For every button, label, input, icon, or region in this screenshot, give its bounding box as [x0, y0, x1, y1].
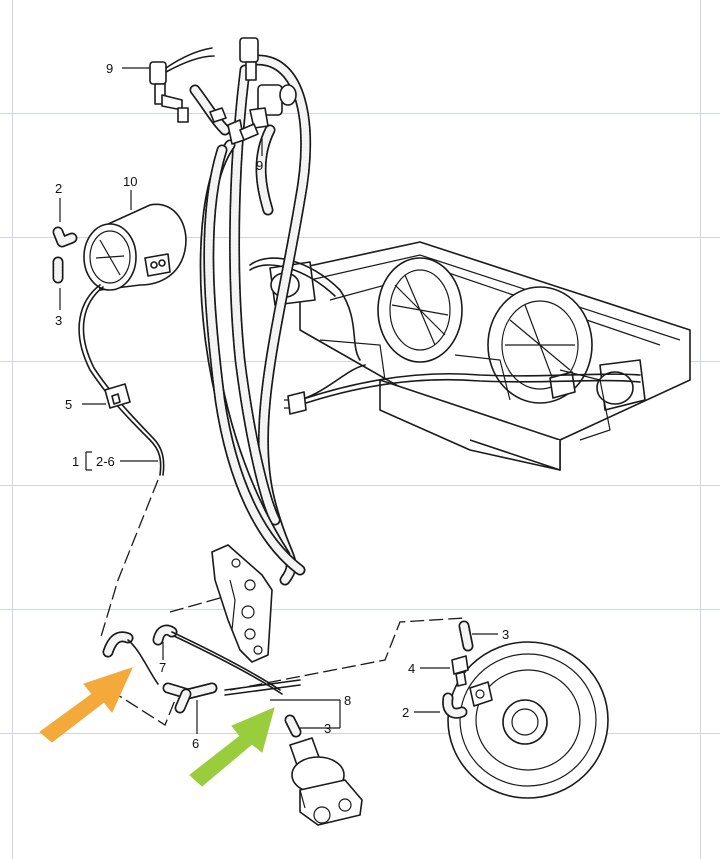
grid-line	[0, 609, 720, 610]
callout-4: 4	[408, 661, 415, 676]
callout-2-booster: 2	[402, 705, 409, 720]
grid-line	[0, 237, 720, 238]
grid-line	[0, 485, 720, 486]
brake-booster	[447, 641, 609, 799]
callout-3-booster: 3	[502, 627, 509, 642]
long-hoses	[189, 54, 312, 586]
callout-10: 10	[123, 174, 137, 189]
callout-6: 6	[192, 736, 199, 751]
callout-2-upper: 2	[55, 181, 62, 196]
callout-2-6: 2-6	[96, 454, 115, 469]
blower-assembly	[269, 241, 691, 471]
grid-line	[0, 113, 720, 114]
orange-arrow-icon	[39, 667, 133, 743]
callout-labels: 9 9 10 2 3 5 1 2-6 7 6 8 3 3 4 2	[55, 61, 509, 751]
callout-7: 7	[159, 660, 166, 675]
callout-5: 5	[65, 397, 72, 412]
lower-hoses	[102, 624, 301, 714]
grid-line	[0, 733, 720, 734]
callout-9-top: 9	[106, 61, 113, 76]
booster-fittings	[442, 620, 474, 719]
callout-8: 8	[344, 693, 351, 708]
solenoid-valve-right	[239, 37, 297, 141]
vacuum-reservoir	[78, 203, 187, 476]
green-arrow-icon	[189, 707, 275, 787]
callout-leaders	[59, 67, 498, 734]
grid-line	[700, 0, 701, 859]
elbow-hose-upper	[52, 226, 78, 284]
grid-line	[12, 0, 13, 859]
wiring-harness	[249, 257, 641, 415]
callout-1: 1	[72, 454, 79, 469]
solenoid-valve-left	[149, 47, 245, 145]
callout-3-upper: 3	[55, 313, 62, 328]
highlight-arrows	[39, 667, 275, 787]
callout-3-lower: 3	[324, 721, 331, 736]
leader-lines	[99, 479, 466, 726]
check-valve-assembly	[284, 714, 363, 826]
mounting-bracket	[211, 544, 273, 663]
callout-9-valve: 9	[256, 158, 263, 173]
